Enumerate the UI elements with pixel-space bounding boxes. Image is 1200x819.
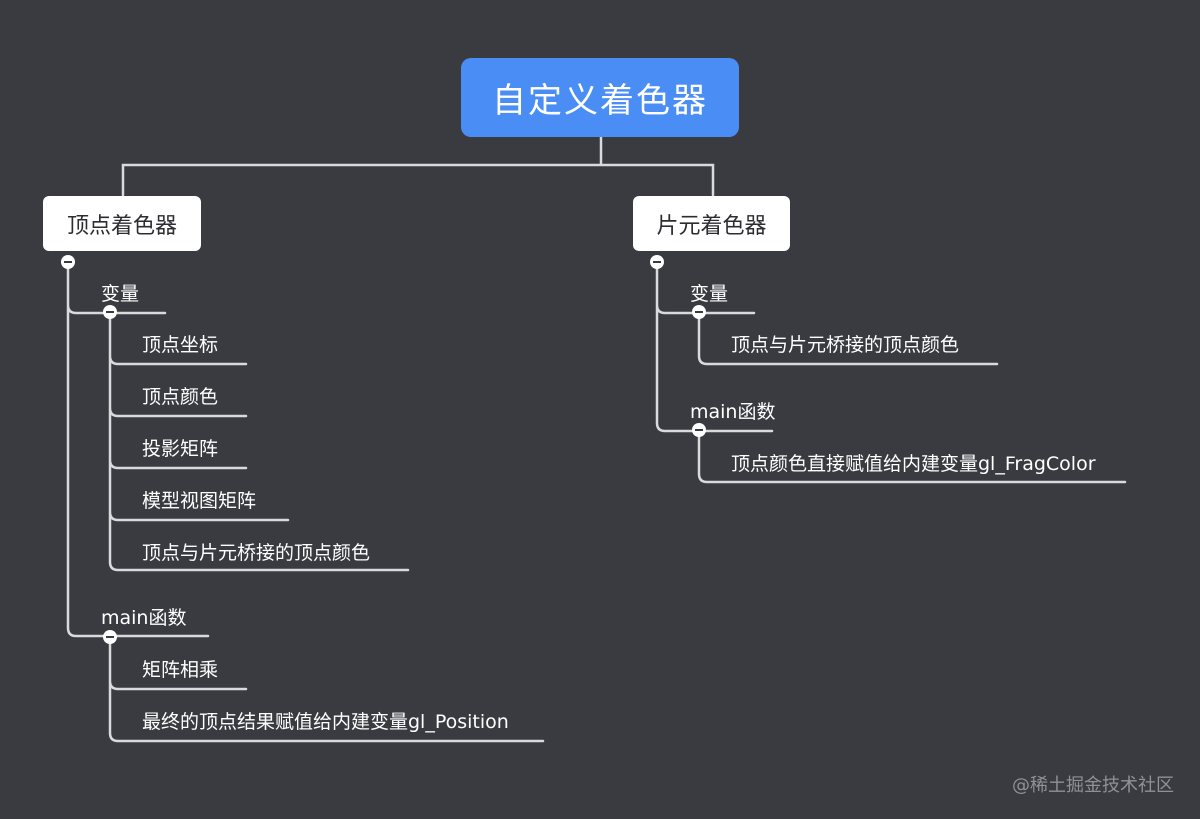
connector-fragment-main (697, 428, 1127, 484)
vertex-variables-topic[interactable]: 变量 (101, 283, 140, 305)
branch-vertex-shader[interactable]: 顶点着色器 (43, 196, 201, 251)
branch-fragment-label: 片元着色器 (656, 213, 767, 239)
connector-vertex-variables (108, 310, 410, 572)
connector-vertex-spine (66, 260, 210, 638)
watermark: @稀土掘金技术社区 (1012, 775, 1174, 796)
collapse-icon[interactable] (103, 630, 117, 644)
connector-vertex-main (108, 635, 545, 743)
collapse-icon[interactable] (61, 255, 75, 269)
connector-fragment-variables (697, 310, 999, 366)
collapse-icon[interactable] (650, 255, 664, 269)
fragment-main-topic[interactable]: main函数 (690, 401, 776, 423)
root-topic-label: 自定义着色器 (492, 81, 708, 121)
fragment-main-item[interactable]: 顶点颜色直接赋值给内建变量gl_FragColor (731, 453, 1096, 475)
vertex-main-item[interactable]: 矩阵相乘 (142, 659, 219, 681)
collapse-icon[interactable] (692, 423, 706, 437)
vertex-variable-item[interactable]: 投影矩阵 (142, 438, 219, 460)
collapse-icon[interactable] (692, 305, 706, 319)
vertex-main-topic[interactable]: main函数 (101, 607, 187, 629)
vertex-variable-item[interactable]: 模型视图矩阵 (142, 490, 257, 512)
root-topic[interactable]: 自定义着色器 (461, 58, 739, 137)
vertex-variable-item[interactable]: 顶点颜色 (142, 386, 219, 408)
branch-fragment-shader[interactable]: 片元着色器 (633, 196, 790, 251)
connector-root-to-branches (121, 135, 715, 197)
collapse-icon[interactable] (103, 305, 117, 319)
vertex-variable-item[interactable]: 顶点坐标 (142, 334, 219, 356)
fragment-variables-topic[interactable]: 变量 (690, 283, 729, 305)
vertex-main-item[interactable]: 最终的顶点结果赋值给内建变量gl_Position (142, 711, 509, 733)
fragment-variable-item[interactable]: 顶点与片元桥接的顶点颜色 (731, 334, 960, 356)
vertex-variable-item[interactable]: 顶点与片元桥接的顶点颜色 (142, 542, 371, 564)
connector-fragment-spine (655, 260, 774, 433)
branch-vertex-label: 顶点着色器 (66, 213, 177, 239)
